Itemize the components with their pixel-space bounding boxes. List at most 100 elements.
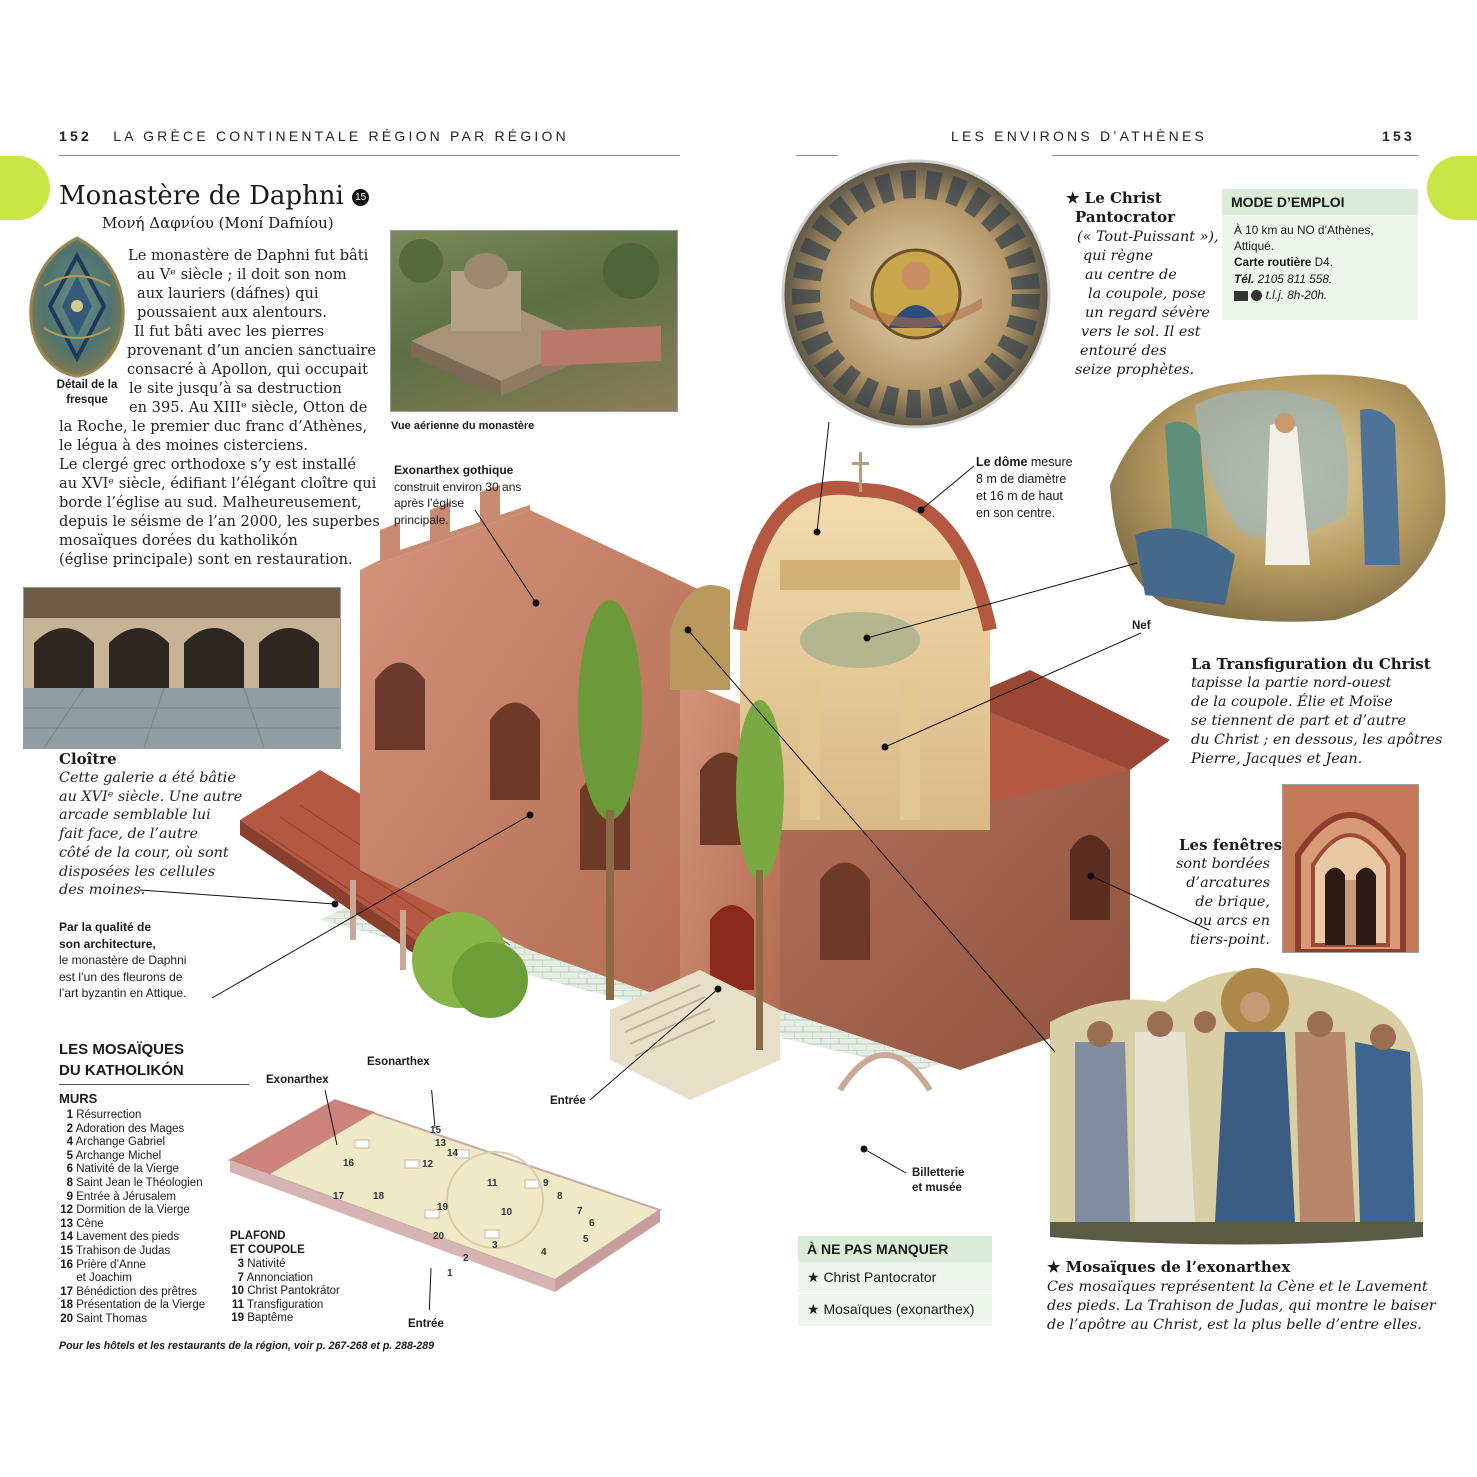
fresco-caption: Détail de la fresque [56, 379, 118, 406]
plafond-item: 19 Baptême [230, 1312, 340, 1326]
plan-number: 12 [422, 1159, 434, 1170]
left-running-title: LA GRÈCE CONTINENTALE RÉGION PAR RÉGION [113, 128, 569, 144]
murs-label: Saint Jean le Théologien [76, 1176, 203, 1189]
mode-emploi-phone: Tél. 2105 811 558. [1234, 271, 1418, 287]
murs-number: 4 [66, 1136, 73, 1149]
cloitre-title: Cloître [59, 750, 117, 768]
murs-number: 14 [60, 1231, 73, 1244]
plan-number: 16 [343, 1158, 355, 1169]
exonarthex-mosaic-image [1050, 968, 1424, 1245]
murs-label: Dormition de la Vierge [76, 1204, 190, 1217]
map-value: D4. [1314, 255, 1334, 270]
left-thumb-tab [0, 156, 50, 220]
murs-number: 2 [66, 1122, 73, 1135]
fenetres-line: tiers-point. [1189, 932, 1270, 948]
plan-number: 7 [577, 1206, 583, 1217]
plafond-label: Nativité [247, 1258, 286, 1270]
plafond-label: Transfiguration [247, 1298, 324, 1311]
christ-title-line: Pantocrator [1075, 208, 1176, 226]
mode-emploi-box: MODE D’EMPLOI À 10 km au NO d’Athènes, A… [1222, 189, 1418, 320]
plafond-number: 19 [231, 1312, 244, 1325]
murs-item: 14 Lavement des pieds [59, 1231, 205, 1245]
right-header-rule-left [796, 155, 838, 156]
cloister-photo [23, 587, 341, 749]
pantocrator-dome-image [781, 159, 1051, 429]
qualite-bold-line: Par la qualité de [59, 920, 152, 934]
murs-number: 1 [66, 1109, 73, 1121]
plan-number: 8 [557, 1191, 563, 1202]
plan-number: 3 [492, 1240, 498, 1251]
mode-emploi-title: MODE D’EMPLOI [1222, 189, 1418, 215]
plan-number: 14 [447, 1148, 459, 1159]
christ-line: (« Tout-Puissant »), [1077, 229, 1219, 245]
plan-number: 15 [430, 1125, 442, 1136]
fenetres-title: Les fenêtres [1179, 836, 1283, 854]
mode-emploi-location: À 10 km au NO d’Athènes, [1234, 223, 1374, 237]
murs-number: 16 [60, 1258, 73, 1271]
intro-line: Le monastère de Daphni fut bâti [128, 247, 369, 264]
murs-item: 5 Archange Michel [59, 1150, 205, 1164]
dome-caption-bold: Le dôme [976, 455, 1028, 469]
plan-number: 2 [463, 1253, 469, 1264]
murs-label: Nativité de la Vierge [76, 1163, 179, 1176]
intro-line: en 395. Au XIIIᵉ siècle, Otton de [129, 399, 368, 416]
murs-number: 5 [66, 1149, 73, 1162]
intro-line: consacré à Apollon, qui occupait [127, 361, 368, 378]
intro-line: depuis le séisme de l’an 2000, les super… [59, 513, 380, 530]
phone-value: 2105 811 558. [1257, 271, 1333, 286]
christ-line: au centre de [1085, 267, 1177, 283]
ne-pas-manquer-item: ★ Christ Pantocrator [807, 1269, 937, 1285]
fresco-detail-image [29, 236, 125, 378]
murs-label: Lavement des pieds [76, 1231, 180, 1244]
murs-item: 17 Bénédiction des prêtres [59, 1286, 205, 1300]
ne-pas-manquer-divider [798, 1293, 992, 1294]
exonarthex-gothique-caption: Exonarthex gothique construit environ 30… [394, 462, 521, 528]
plafond-label: Christ Pantokrátor [247, 1285, 340, 1298]
plan-number: 13 [435, 1138, 447, 1149]
plan-number: 18 [373, 1191, 385, 1202]
murs-item: 2 Adoration des Mages [59, 1123, 205, 1137]
murs-number: 13 [60, 1217, 73, 1230]
intro-line: le légua à des moines cisterciens. [59, 437, 309, 454]
plan-entree-label: Entrée [408, 1318, 444, 1330]
plafond-number: 3 [237, 1258, 244, 1270]
right-thumb-tab [1427, 156, 1477, 220]
left-header-rule [59, 155, 680, 156]
page-title-text: Monastère de Daphni [59, 181, 344, 211]
christ-line: qui règne [1083, 248, 1154, 264]
intro-line: au XVIᵉ siècle, édifiant l’élégant cloît… [59, 475, 377, 492]
christ-title: ★ Le Christ Pantocrator [1066, 189, 1175, 227]
murs-item: 4 Archange Gabriel [59, 1136, 205, 1150]
murs-item: 9 Entrée à Jérusalem [59, 1191, 205, 1205]
murs-list: 1 Résurrection 2 Adoration des Mages 4 A… [59, 1109, 205, 1327]
plafond-list: 3 Nativité 7 Annonciation 10 Christ Pant… [230, 1258, 340, 1326]
mosaiques-exo-line: de l’apôtre au Christ, est la plus belle… [1047, 1317, 1422, 1333]
right-header-rule [1052, 155, 1418, 156]
plafond-label: Baptême [247, 1312, 294, 1325]
qualite-line: le monastère de Daphni [59, 953, 187, 967]
plafond-item: 11 Transfiguration [230, 1299, 340, 1313]
christ-line: la coupole, pose [1088, 286, 1206, 302]
intro-line: au Vᵉ siècle ; il doit son nom [137, 266, 347, 283]
window-detail-image [1282, 784, 1419, 953]
left-page-number: 152 [59, 128, 92, 144]
plan-number: 1 [447, 1268, 453, 1279]
cloitre-line: au XVIᵉ siècle. Une autre [59, 788, 243, 805]
murs-item: 20 Saint Thomas [59, 1313, 205, 1327]
plafond-title-line: ET COUPOLE [230, 1244, 305, 1256]
plan-esonarthex-label: Esonarthex [367, 1056, 430, 1068]
plan-number: 9 [543, 1178, 549, 1189]
mosaiques-exo-line: Ces mosaïques représentent la Cène et le… [1047, 1279, 1428, 1295]
page-title: Monastère de Daphni 15 [59, 180, 370, 212]
cloitre-line: fait face, de l’autre [59, 826, 199, 843]
transfiguration-line: de la coupole. Élie et Moïse [1191, 694, 1393, 710]
intro-line: la Roche, le premier duc franc d’Athènes… [59, 418, 368, 435]
plafond-number: 7 [237, 1271, 244, 1284]
murs-item: 1 Résurrection [59, 1109, 205, 1123]
sight-number-badge: 15 [352, 188, 370, 206]
christ-line: seize prophètes. [1075, 362, 1195, 378]
exonarthex-gothique-line: principale. [394, 512, 449, 527]
murs-number: 12 [60, 1204, 73, 1217]
page-footer-note: Pour les hôtels et les restaurants de la… [59, 1340, 435, 1352]
dome-caption-first-line: Le dôme mesure [976, 454, 1073, 471]
